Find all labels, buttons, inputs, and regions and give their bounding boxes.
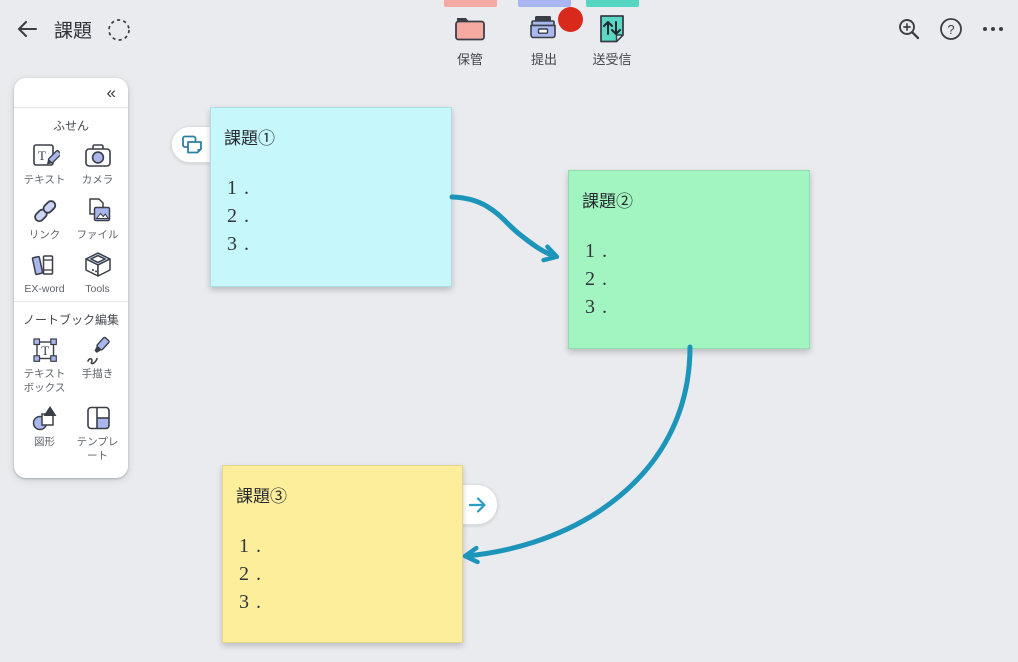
sidebar-item-text[interactable]: T テキスト <box>18 140 71 188</box>
sticky-note-3[interactable]: 課題③ 1. 2. 3. <box>222 465 463 643</box>
magnifier-plus-icon <box>899 19 920 40</box>
marker-icon <box>83 334 113 366</box>
send-receive-icon <box>596 13 628 46</box>
note-line: 1. <box>239 535 268 557</box>
dictionary-icon <box>30 249 60 281</box>
file-icon <box>83 195 113 227</box>
section-notebook-edit: ノートブック編集 T テキストボックス <box>14 300 128 468</box>
page-title: 課題 <box>54 20 93 42</box>
note-title: 課題③ <box>236 487 287 506</box>
palette-header: « <box>14 78 128 108</box>
sidebar-item-textbox[interactable]: T テキストボックス <box>18 334 71 395</box>
note-line: 3. <box>585 296 614 318</box>
item-label: 図形 <box>34 436 55 449</box>
sidebar-item-tools[interactable]: Tools <box>71 249 124 297</box>
send-receive-label: 送受信 <box>592 52 632 67</box>
submit-accent-strip <box>517 0 571 7</box>
item-label: ファイル <box>76 228 119 241</box>
note-line: 2. <box>239 563 268 585</box>
dashed-circle-icon[interactable] <box>104 14 134 44</box>
note-body: 1. 2. 3. <box>211 174 451 258</box>
ellipsis-icon <box>983 27 1003 31</box>
note-body: 1. 2. 3. <box>569 237 809 321</box>
item-label: Tools <box>85 283 110 296</box>
note-line: 1. <box>227 177 256 199</box>
sidebar-item-handdraw[interactable]: 手描き <box>71 334 124 395</box>
sticky-note-1[interactable]: 課題① 1. 2. 3. <box>210 107 452 287</box>
note-line: 1. <box>585 240 614 262</box>
camera-icon <box>83 140 113 172</box>
note-body: 1. 2. 3. <box>223 532 462 616</box>
svg-text:?: ? <box>947 22 954 37</box>
store-button[interactable]: 保管 <box>439 0 501 68</box>
note-line: 2. <box>585 268 614 290</box>
submit-tray-icon <box>525 6 583 46</box>
sidebar-item-file[interactable]: ファイル <box>71 195 124 243</box>
item-label: リンク <box>28 228 61 241</box>
collapse-panel-button[interactable]: « <box>106 83 116 102</box>
note-title: 課題① <box>224 129 275 148</box>
header-left: 課題 <box>12 14 134 44</box>
text-note-icon: T <box>30 140 60 172</box>
store-accent-strip <box>443 0 497 7</box>
item-label: 手描き <box>81 367 114 380</box>
send-receive-accent-strip <box>585 0 639 7</box>
svg-text:T: T <box>41 343 49 358</box>
zoom-button[interactable] <box>894 14 924 44</box>
sticky-note-2[interactable]: 課題② 1. 2. 3. <box>568 170 810 349</box>
header-actions: ? <box>894 14 1008 44</box>
store-label: 保管 <box>456 52 483 67</box>
text-box-icon: T <box>30 334 60 366</box>
sidebar-item-template[interactable]: テンプレート <box>71 402 124 463</box>
svg-text:T: T <box>38 148 46 163</box>
folder-icon <box>453 13 487 46</box>
submit-label: 提出 <box>530 52 557 67</box>
note-line: 3. <box>227 233 256 255</box>
tool-palette: « ふせん T テキスト <box>14 78 128 478</box>
item-label: カメラ <box>81 174 114 186</box>
help-icon: ? <box>940 18 962 40</box>
note-line: 3. <box>239 591 268 613</box>
top-toolbar: 保管 提出 送受信 <box>0 0 1018 70</box>
arrow-note2-to-note3 <box>462 344 693 565</box>
link-icon <box>30 195 60 227</box>
template-icon <box>83 402 113 434</box>
notification-badge <box>558 6 583 32</box>
shapes-icon <box>30 402 60 434</box>
section-title: ふせん <box>52 119 89 133</box>
section-title: ノートブック編集 <box>22 312 119 327</box>
arrow-right-icon <box>468 496 486 513</box>
item-label: テキストボックス <box>23 367 66 394</box>
back-arrow-icon <box>17 20 38 38</box>
sidebar-item-link[interactable]: リンク <box>18 195 71 243</box>
item-label: テンプレート <box>76 436 119 462</box>
section-fusen: ふせん T テキスト <box>14 108 128 301</box>
duplicate-icon <box>182 135 202 153</box>
note-title: 課題② <box>582 192 633 211</box>
sidebar-item-shapes[interactable]: 図形 <box>18 402 71 463</box>
arrow-note1-to-note2 <box>449 194 560 263</box>
sidebar-item-camera[interactable]: カメラ <box>71 140 124 188</box>
submit-button[interactable]: 提出 <box>513 0 583 68</box>
send-receive-button[interactable]: 送受信 <box>581 0 643 68</box>
item-label: テキスト <box>23 174 66 186</box>
back-button[interactable] <box>12 14 42 44</box>
tools-cube-icon <box>83 249 113 281</box>
more-button[interactable] <box>978 14 1008 44</box>
item-label: EX-word <box>24 283 65 296</box>
help-button[interactable]: ? <box>936 14 966 44</box>
sidebar-item-exword[interactable]: EX-word <box>18 249 71 297</box>
note-line: 2. <box>227 205 256 227</box>
